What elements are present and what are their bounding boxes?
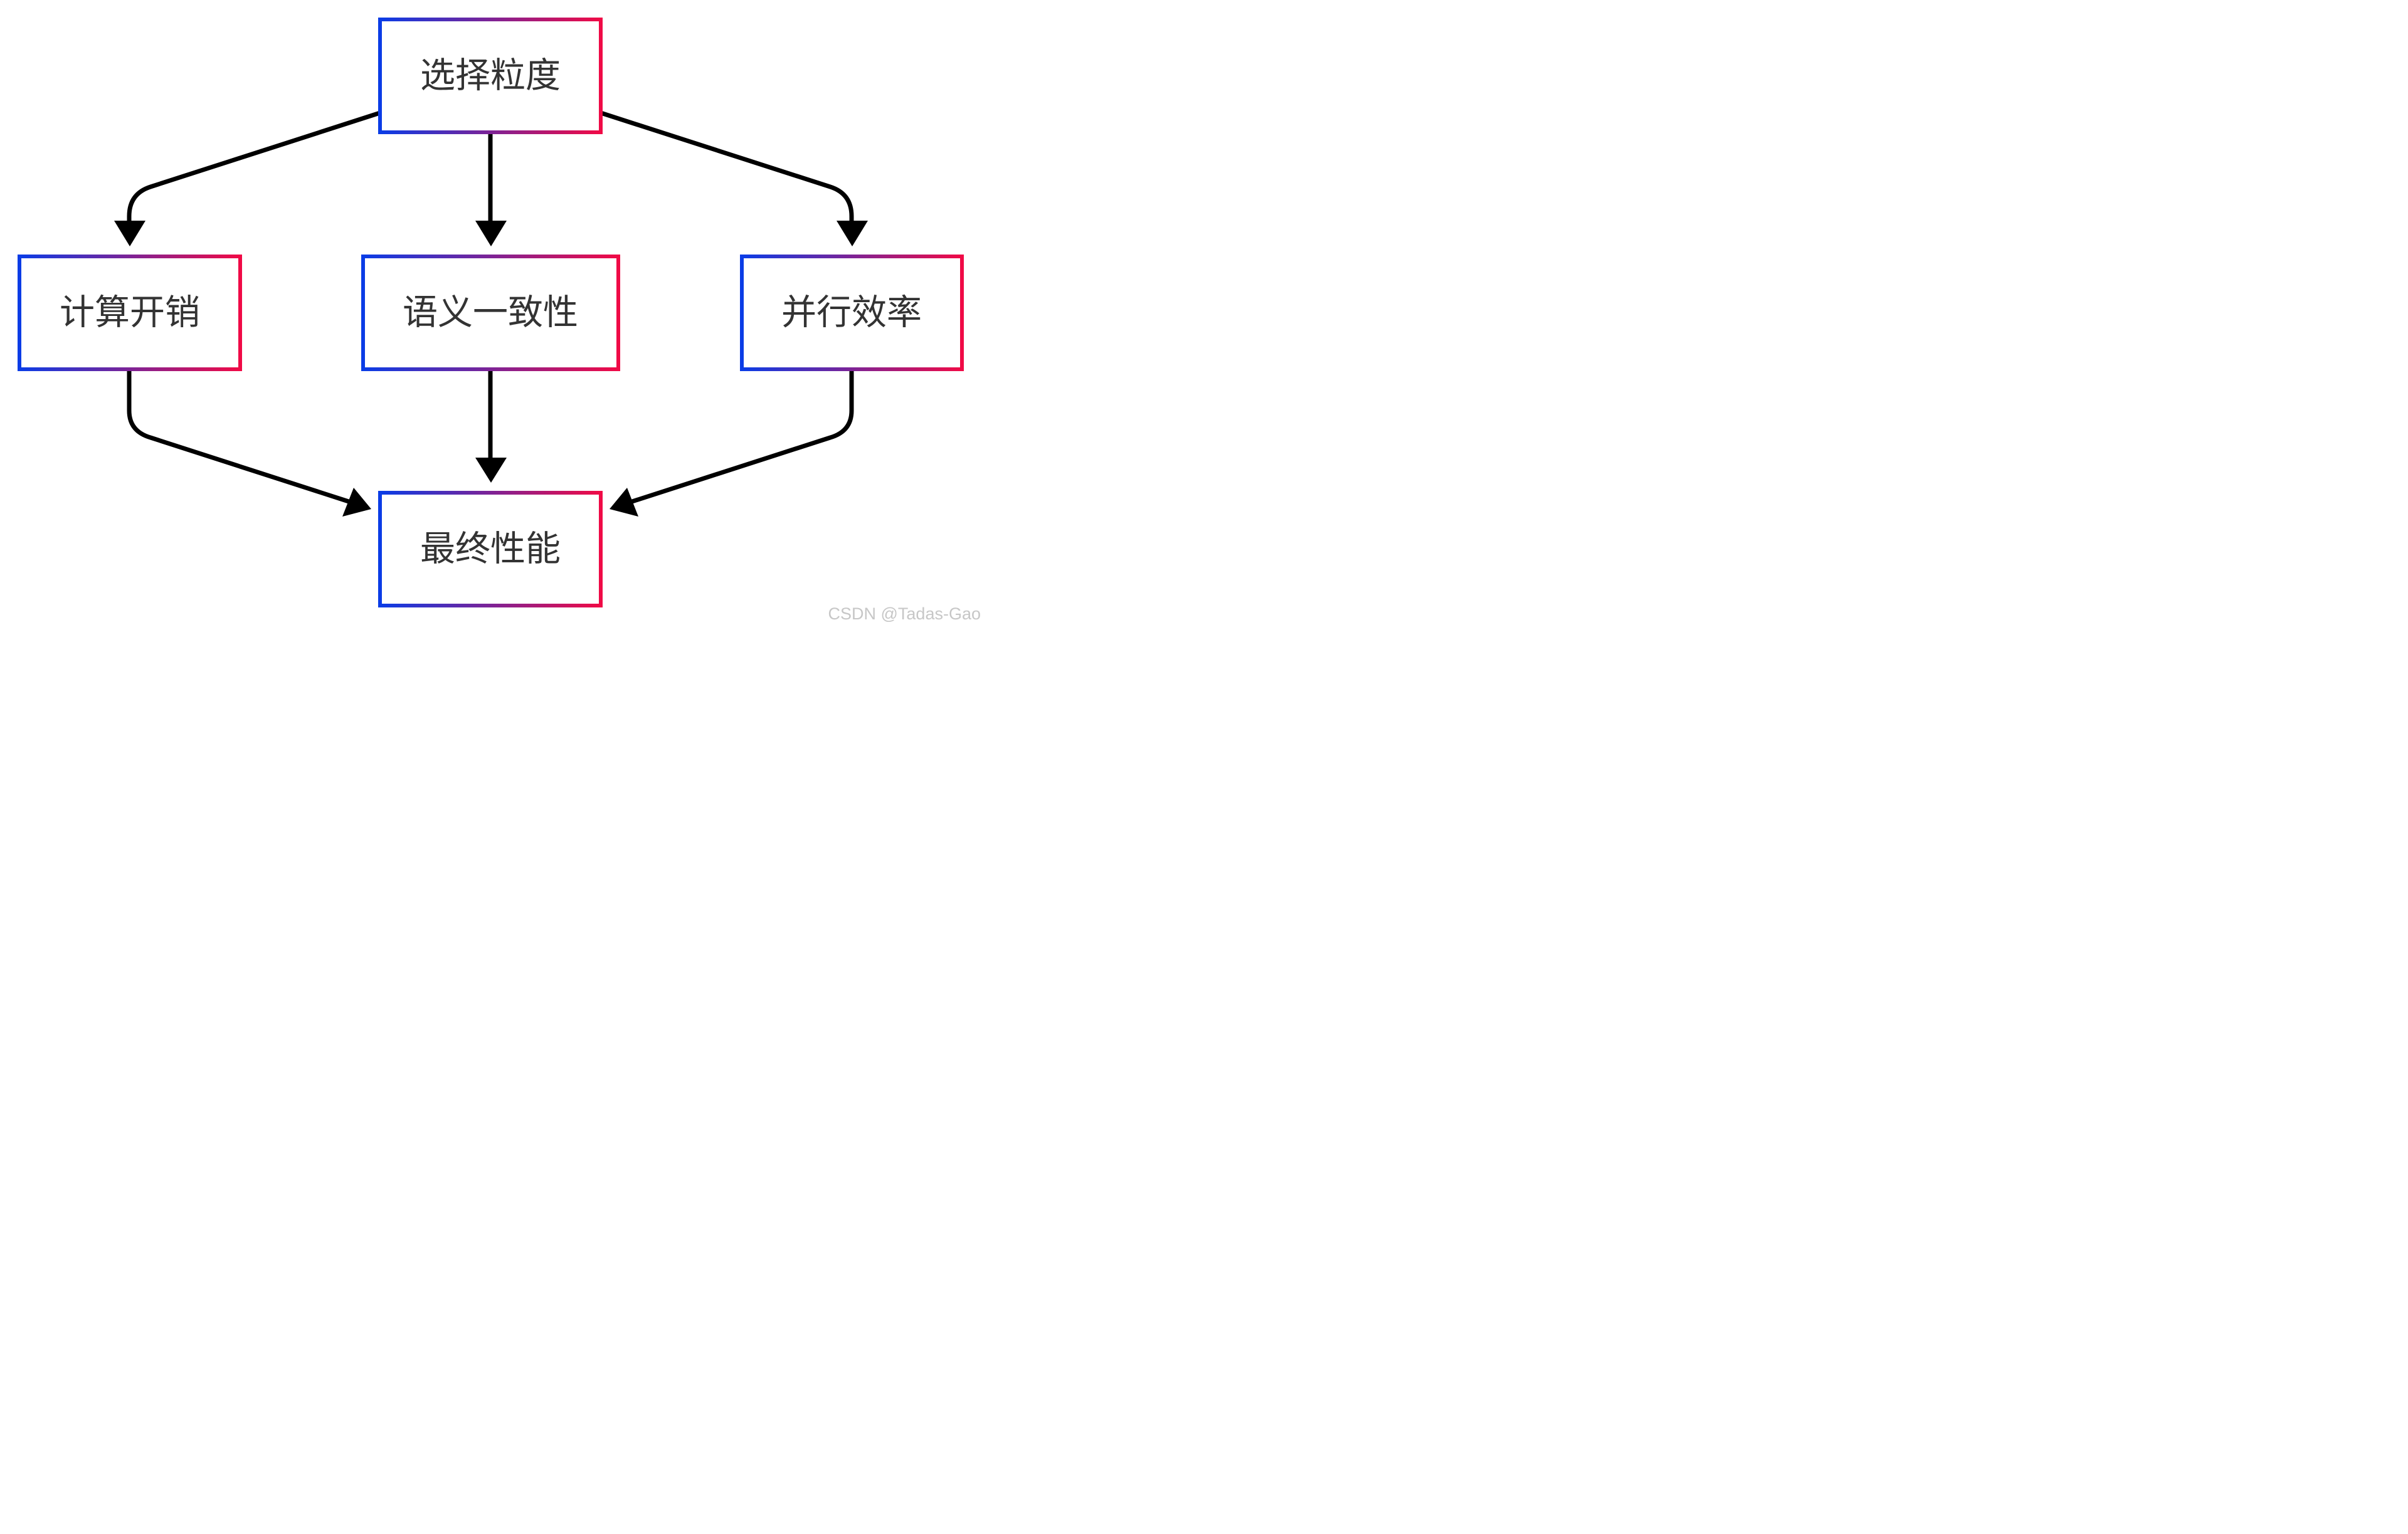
node-left-label: 计算开销 xyxy=(60,293,200,334)
arrowhead-bottom-right xyxy=(610,488,638,517)
edge-right-to-bottom xyxy=(631,370,854,504)
edge-top-to-left xyxy=(127,110,381,223)
watermark: CSDN @Tadas-Gao xyxy=(828,604,981,623)
node-bottom-box xyxy=(378,491,603,607)
node-top: 选择粒度 xyxy=(378,18,603,134)
node-top-box xyxy=(378,18,603,134)
node-center-box xyxy=(361,255,620,371)
arrowhead-bottom-center xyxy=(475,458,507,483)
node-right: 并行效率 xyxy=(740,255,964,371)
node-right-label: 并行效率 xyxy=(781,293,922,334)
edge-top-to-right xyxy=(599,110,854,223)
node-bottom: 最终性能 xyxy=(378,491,603,607)
node-left-box xyxy=(18,255,242,371)
arrowhead-bottom-left xyxy=(342,488,371,517)
node-center: 语义一致性 xyxy=(361,255,620,371)
arrowhead-left xyxy=(114,221,145,246)
edges xyxy=(114,110,868,517)
node-left: 计算开销 xyxy=(18,255,242,371)
flowchart: 选择粒度 计算开销 语义一致性 并行效率 最终性能 xyxy=(18,18,964,607)
arrowhead-right xyxy=(837,221,868,246)
node-right-box xyxy=(740,255,964,371)
edge-left-to-bottom xyxy=(127,370,350,504)
arrowhead-center xyxy=(475,221,507,246)
node-center-label: 语义一致性 xyxy=(403,293,578,334)
node-top-label: 选择粒度 xyxy=(420,56,561,97)
node-bottom-label: 最终性能 xyxy=(420,529,561,570)
